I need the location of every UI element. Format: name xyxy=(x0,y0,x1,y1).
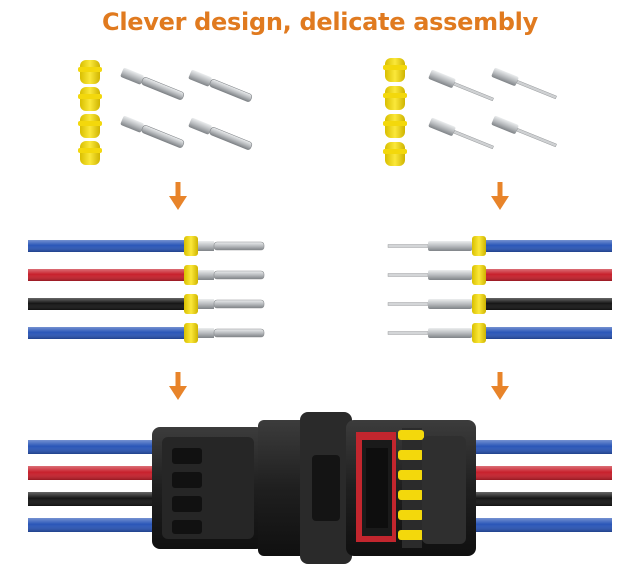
wire xyxy=(28,518,158,532)
rubber-seal xyxy=(78,114,102,138)
wire xyxy=(28,240,188,252)
wire xyxy=(28,298,188,310)
female-terminal xyxy=(188,117,253,150)
female-terminal xyxy=(120,115,185,148)
female-terminal xyxy=(188,69,253,102)
female-terminal xyxy=(120,67,185,100)
wire xyxy=(28,492,158,506)
rubber-seal xyxy=(472,323,486,343)
arrow-down-icon xyxy=(491,372,509,400)
connector-housing-male xyxy=(346,420,476,556)
rubber-seal xyxy=(184,265,198,285)
assembled-wires xyxy=(28,440,612,532)
headline: Clever design, delicate assembly xyxy=(102,8,538,36)
male-terminal xyxy=(387,299,472,309)
wire xyxy=(470,440,612,454)
rubber-seal xyxy=(472,236,486,256)
arrow-down-icon xyxy=(169,372,187,400)
rubber-seal xyxy=(383,114,407,138)
male-terminal-group xyxy=(428,67,557,150)
rubber-seal xyxy=(184,236,198,256)
rubber-seal xyxy=(184,323,198,343)
female-terminal xyxy=(198,270,265,280)
male-terminal xyxy=(387,241,472,251)
male-terminal xyxy=(428,69,494,102)
male-terminal xyxy=(428,117,494,150)
rubber-seal xyxy=(472,265,486,285)
wire xyxy=(28,466,158,480)
arrow-down-icon xyxy=(491,182,509,210)
rubber-seal xyxy=(472,294,486,314)
rubber-seal xyxy=(383,58,407,82)
male-terminal xyxy=(387,328,472,338)
wire xyxy=(470,492,612,506)
connector-housing-female xyxy=(152,412,352,564)
wire xyxy=(486,240,612,252)
male-terminal xyxy=(491,67,557,100)
crimped-wires-right xyxy=(387,236,612,343)
rubber-seal xyxy=(78,60,102,84)
rubber-seal xyxy=(78,87,102,111)
rubber-seal xyxy=(78,141,102,165)
wire xyxy=(28,269,188,281)
female-terminal xyxy=(198,241,265,251)
seal-column-right xyxy=(383,58,407,166)
wire xyxy=(470,466,612,480)
wire xyxy=(28,440,158,454)
seal-column-left xyxy=(78,60,102,165)
female-terminal xyxy=(198,299,265,309)
wire xyxy=(486,269,612,281)
rubber-seal xyxy=(184,294,198,314)
rubber-seal xyxy=(383,142,407,166)
wire xyxy=(486,327,612,339)
male-terminal xyxy=(387,270,472,280)
wire xyxy=(28,327,188,339)
crimped-wires-left xyxy=(28,236,265,343)
wire xyxy=(486,298,612,310)
female-terminal xyxy=(198,328,265,338)
wire xyxy=(470,518,612,532)
arrow-down-icon xyxy=(169,182,187,210)
rubber-seal xyxy=(383,86,407,110)
male-terminal xyxy=(491,115,557,148)
female-terminal-group xyxy=(120,67,253,150)
